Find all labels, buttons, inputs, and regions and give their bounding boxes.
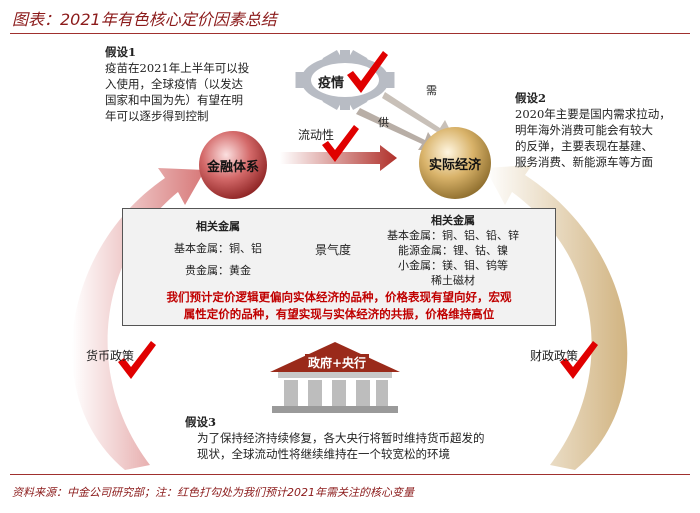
- title-divider: [10, 33, 690, 34]
- left-metals-title: 相关金属: [196, 220, 240, 233]
- hyp1-line: 入使用，全球疫情（以发达: [105, 77, 243, 91]
- hyp2-line: 的反弹，主要表现在基建、: [515, 139, 653, 153]
- fiscal-policy-label: 财政政策: [530, 349, 579, 363]
- source-note: 资料来源：中金公司研究部；注：红色打勾处为我们预计2021年需关注的核心变量: [12, 486, 414, 499]
- hypothesis-1: 假设1 疫苗在2021年上半年可以投 入使用，全球疫情（以发达 国家和中国为先）…: [105, 44, 249, 124]
- finance-label: 金融体系: [206, 159, 259, 175]
- hyp2-line: 服务消费、新能源车等方面: [515, 155, 653, 169]
- fiscal-curve-arrow: [485, 165, 628, 470]
- economy-sphere: [419, 127, 491, 199]
- hypothesis-3: 假设3 为了保持经济持续修复，各大央行将暂时维持货币超发的 现状，全球流动性将继…: [185, 414, 485, 462]
- demand-label: 需: [426, 84, 437, 97]
- hyp3-label: 假设3: [185, 415, 217, 429]
- demand-arrow: [382, 92, 455, 140]
- hyp2-line: 2020年主要是国内需求拉动，: [515, 107, 671, 121]
- liquidity-label: 流动性: [298, 128, 335, 142]
- hyp2-line: 明年海外消费可能会有较大: [515, 123, 653, 137]
- hyp1-label: 假设1: [105, 45, 137, 59]
- check-icons: [118, 51, 598, 379]
- liquidity-arrow: [280, 145, 397, 171]
- hyp1-line: 国家和中国为先）有望在明: [105, 93, 243, 107]
- right-metals-line: 基本金属：铜、铝、铅、锌: [387, 229, 519, 242]
- left-metals-line: 基本金属：铜、铝: [174, 242, 262, 255]
- conclusion-line: 我们预计定价逻辑更偏向实体经济的品种，价格表现有望向好，宏观: [166, 290, 512, 304]
- gov-label: 政府+央行: [305, 354, 370, 371]
- right-metals-line: 小金属：镁、钼、钨等: [398, 259, 508, 272]
- figure-title: 图表：2021年有色核心定价因素总结: [12, 10, 277, 29]
- finance-sphere: [199, 131, 267, 199]
- finance-system-node: 金融体系: [199, 131, 267, 199]
- hyp1-line: 疫苗在2021年上半年可以投: [105, 61, 250, 75]
- real-economy-label: 实际经济: [428, 157, 481, 173]
- footer-divider: [10, 474, 690, 475]
- check-icon: [322, 125, 359, 162]
- metals-box: 相关金属 基本金属：铜、铝 贵金属：黄金 景气度 相关金属 基本金属：铜、铝、铅…: [122, 208, 556, 326]
- left-metals-line: 贵金属：黄金: [185, 264, 251, 277]
- hyp3-line: 现状，全球流动性将继续维持在一个较宽松的环境: [197, 447, 450, 461]
- right-metals-title: 相关金属: [431, 214, 475, 227]
- hyp3-line: 为了保持经济持续修复，各大央行将暂时维持货币超发的: [197, 431, 485, 445]
- supply-label: 供: [378, 116, 389, 129]
- monetary-policy-label: 货币政策: [86, 349, 135, 363]
- conclusion-text: 我们预计定价逻辑更偏向实体经济的品种，价格表现有望向好，宏观 属性定价的品种，有…: [123, 289, 555, 323]
- hyp2-label: 假设2: [515, 91, 547, 105]
- conclusion-line: 属性定价的品种，有望实现与实体经济的共振，价格维持高位: [183, 307, 495, 321]
- sentiment-label: 景气度: [314, 243, 351, 257]
- supply-arrow: [356, 108, 440, 150]
- hypothesis-2: 假设2 2020年主要是国内需求拉动， 明年海外消费可能会有较大 的反弹，主要表…: [515, 90, 671, 170]
- right-metals-line: 稀土磁材: [431, 274, 475, 287]
- gear-label: 疫情: [318, 76, 345, 91]
- monetary-curve-arrow: [71, 168, 205, 470]
- real-economy-node: 实际经济: [419, 127, 491, 199]
- check-icon: [560, 341, 598, 379]
- check-icon: [347, 51, 388, 93]
- bank-building-icon: [270, 342, 400, 413]
- right-metals-line: 能源金属：锂、钴、镍: [398, 244, 508, 257]
- hyp1-line: 年可以逐步得到控制: [105, 109, 209, 123]
- check-icon: [118, 341, 156, 379]
